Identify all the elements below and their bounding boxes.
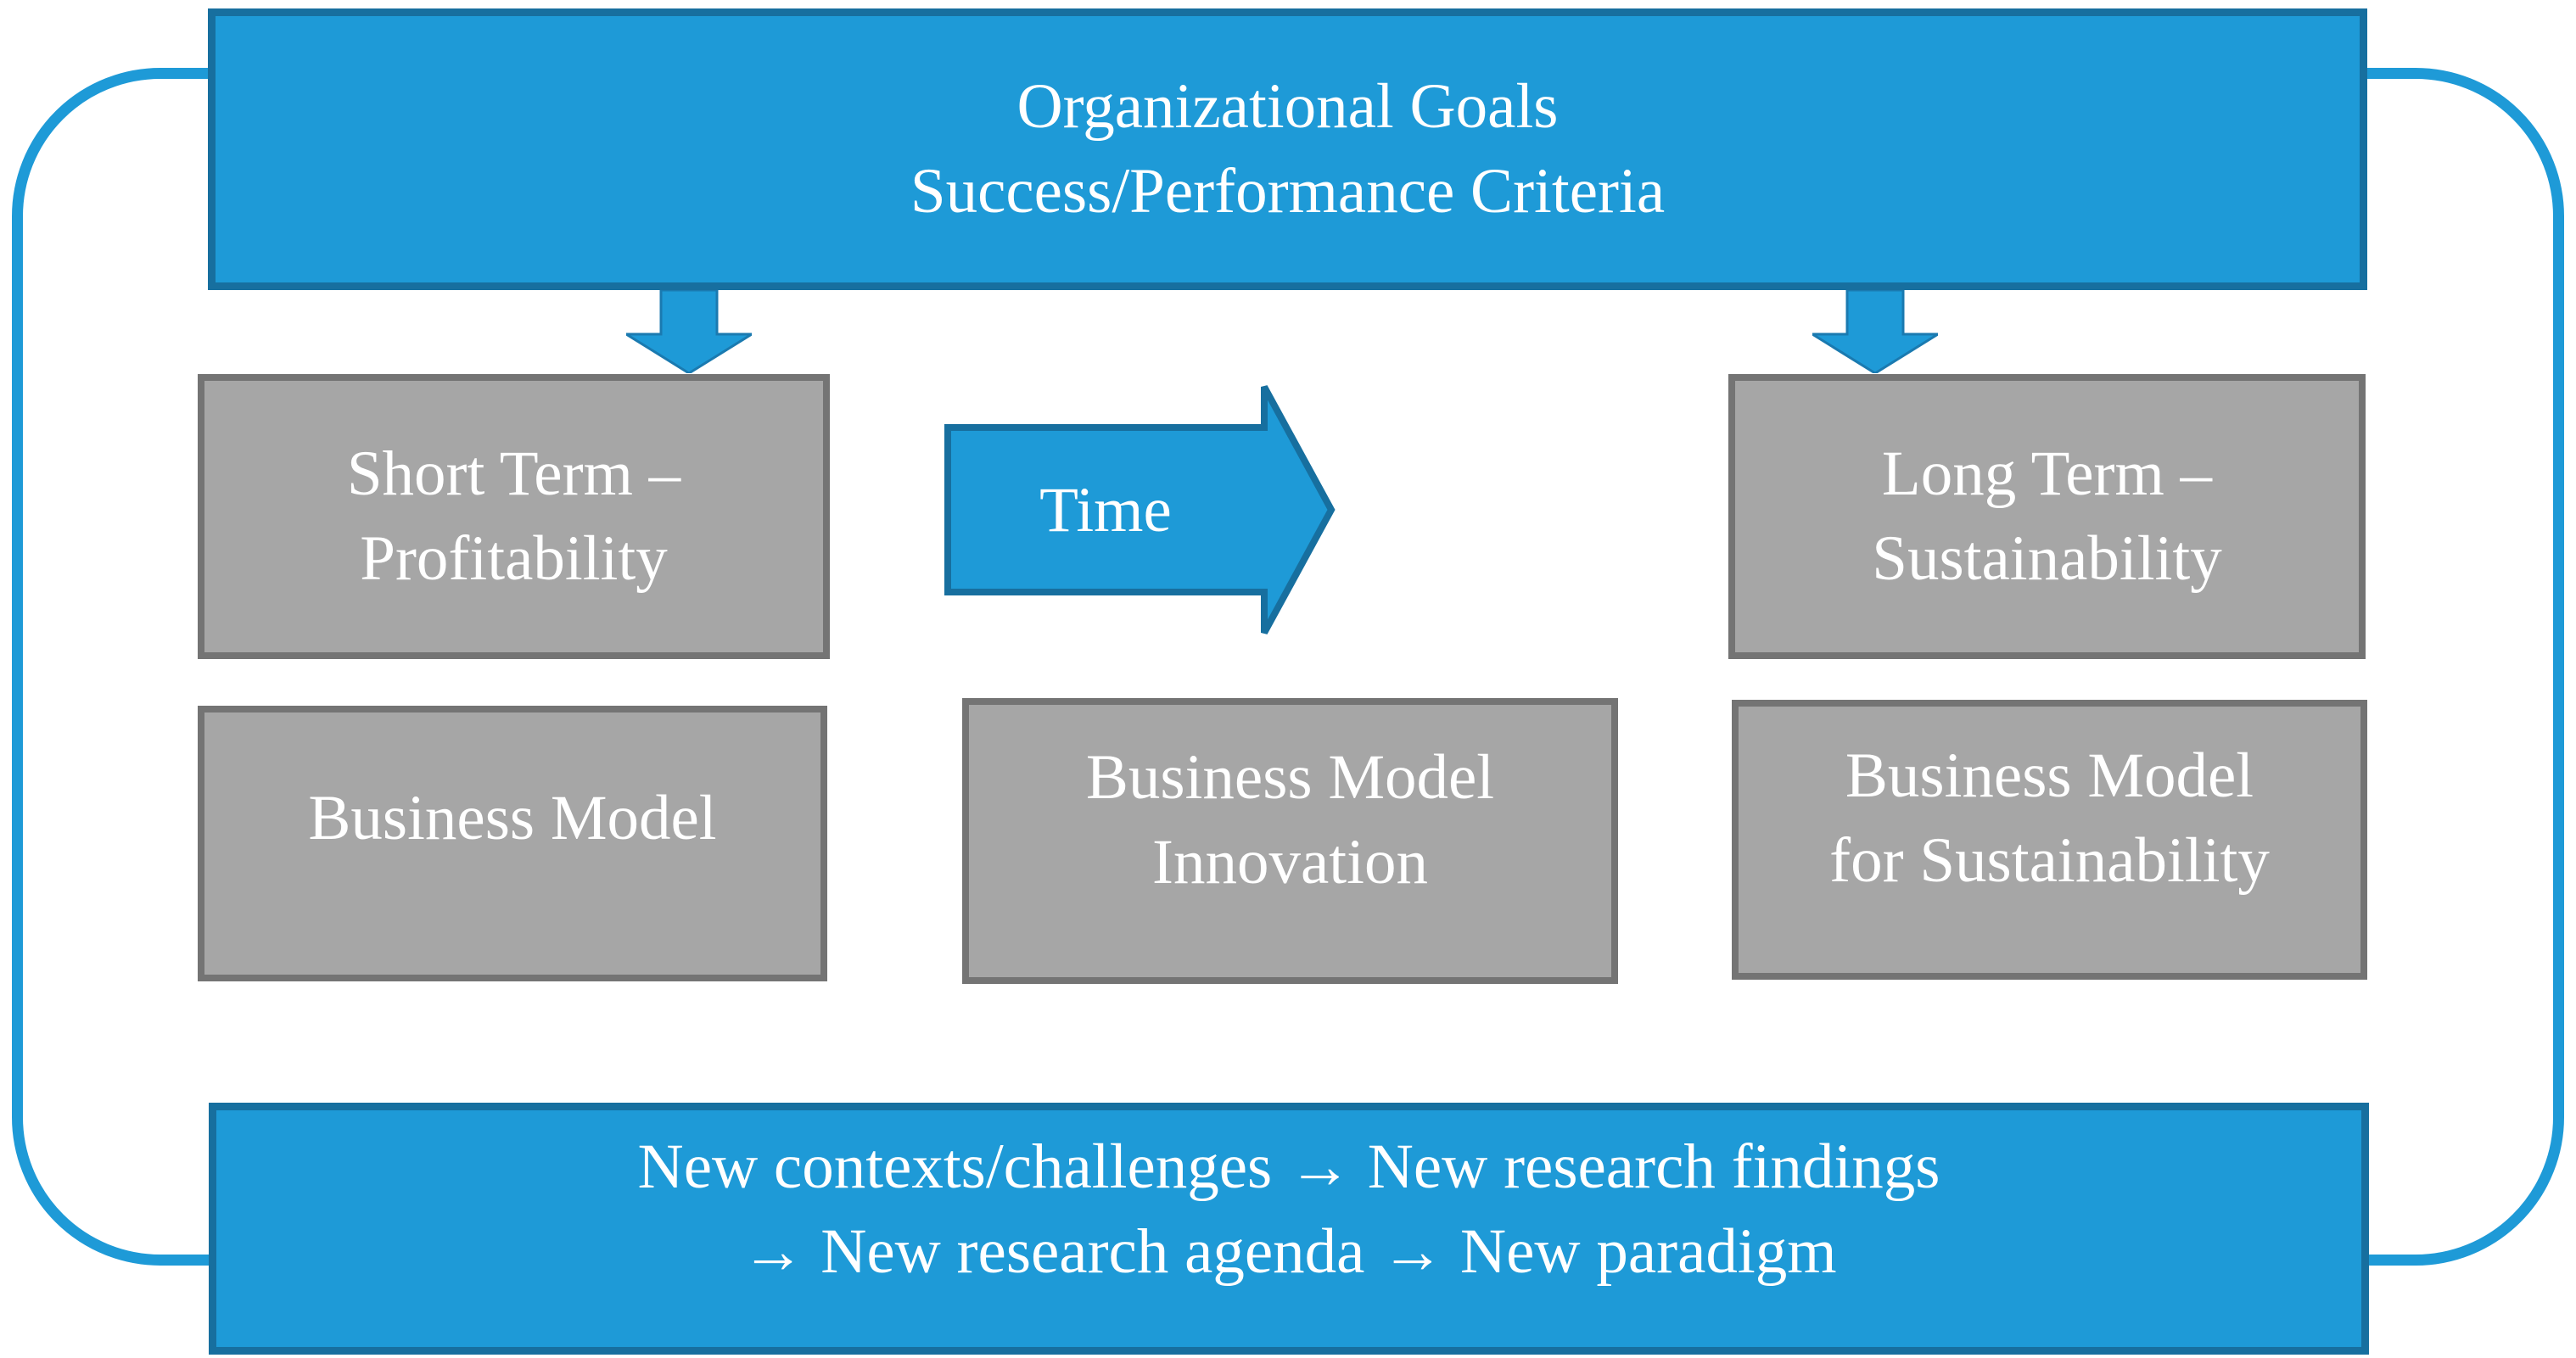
organizational-goals-line1: Organizational Goals — [1016, 71, 1559, 142]
organizational-goals-box: Organizational Goals Success/Performance… — [208, 8, 2367, 290]
down-arrow-icon — [1812, 290, 1938, 373]
bmi-line2: Innovation — [1152, 826, 1428, 897]
long-term-sustainability-box: Long Term – Sustainability — [1728, 374, 2366, 659]
bmi-line1: Business Model — [1085, 741, 1495, 813]
short-term-profitability-box: Short Term – Profitability — [198, 374, 830, 659]
short-term-line1: Short Term – — [346, 439, 681, 509]
time-arrow-label: Time — [1039, 475, 1172, 545]
research-flow-line2: → New research agenda → New paradigm — [741, 1216, 1837, 1287]
short-term-line2: Profitability — [360, 523, 668, 594]
business-model-line1: Business Model — [308, 782, 717, 853]
business-model-box: Business Model — [198, 706, 827, 981]
new-contexts-research-box: New contexts/challenges → New research f… — [209, 1103, 2369, 1355]
long-term-line2: Sustainability — [1872, 523, 2222, 594]
organizational-goals-line2: Success/Performance Criteria — [910, 156, 1666, 226]
research-flow-line1: New contexts/challenges → New research f… — [637, 1132, 1940, 1202]
business-model-innovation-box: Business Model Innovation — [962, 698, 1618, 984]
down-arrow-icon — [626, 290, 752, 373]
bmfs-line2: for Sustainability — [1829, 825, 2270, 896]
long-term-line1: Long Term – — [1881, 439, 2213, 509]
time-right-arrow-icon — [944, 385, 1336, 634]
bmfs-line1: Business Model — [1845, 740, 2254, 811]
business-model-for-sustainability-box: Business Model for Sustainability — [1732, 700, 2367, 980]
